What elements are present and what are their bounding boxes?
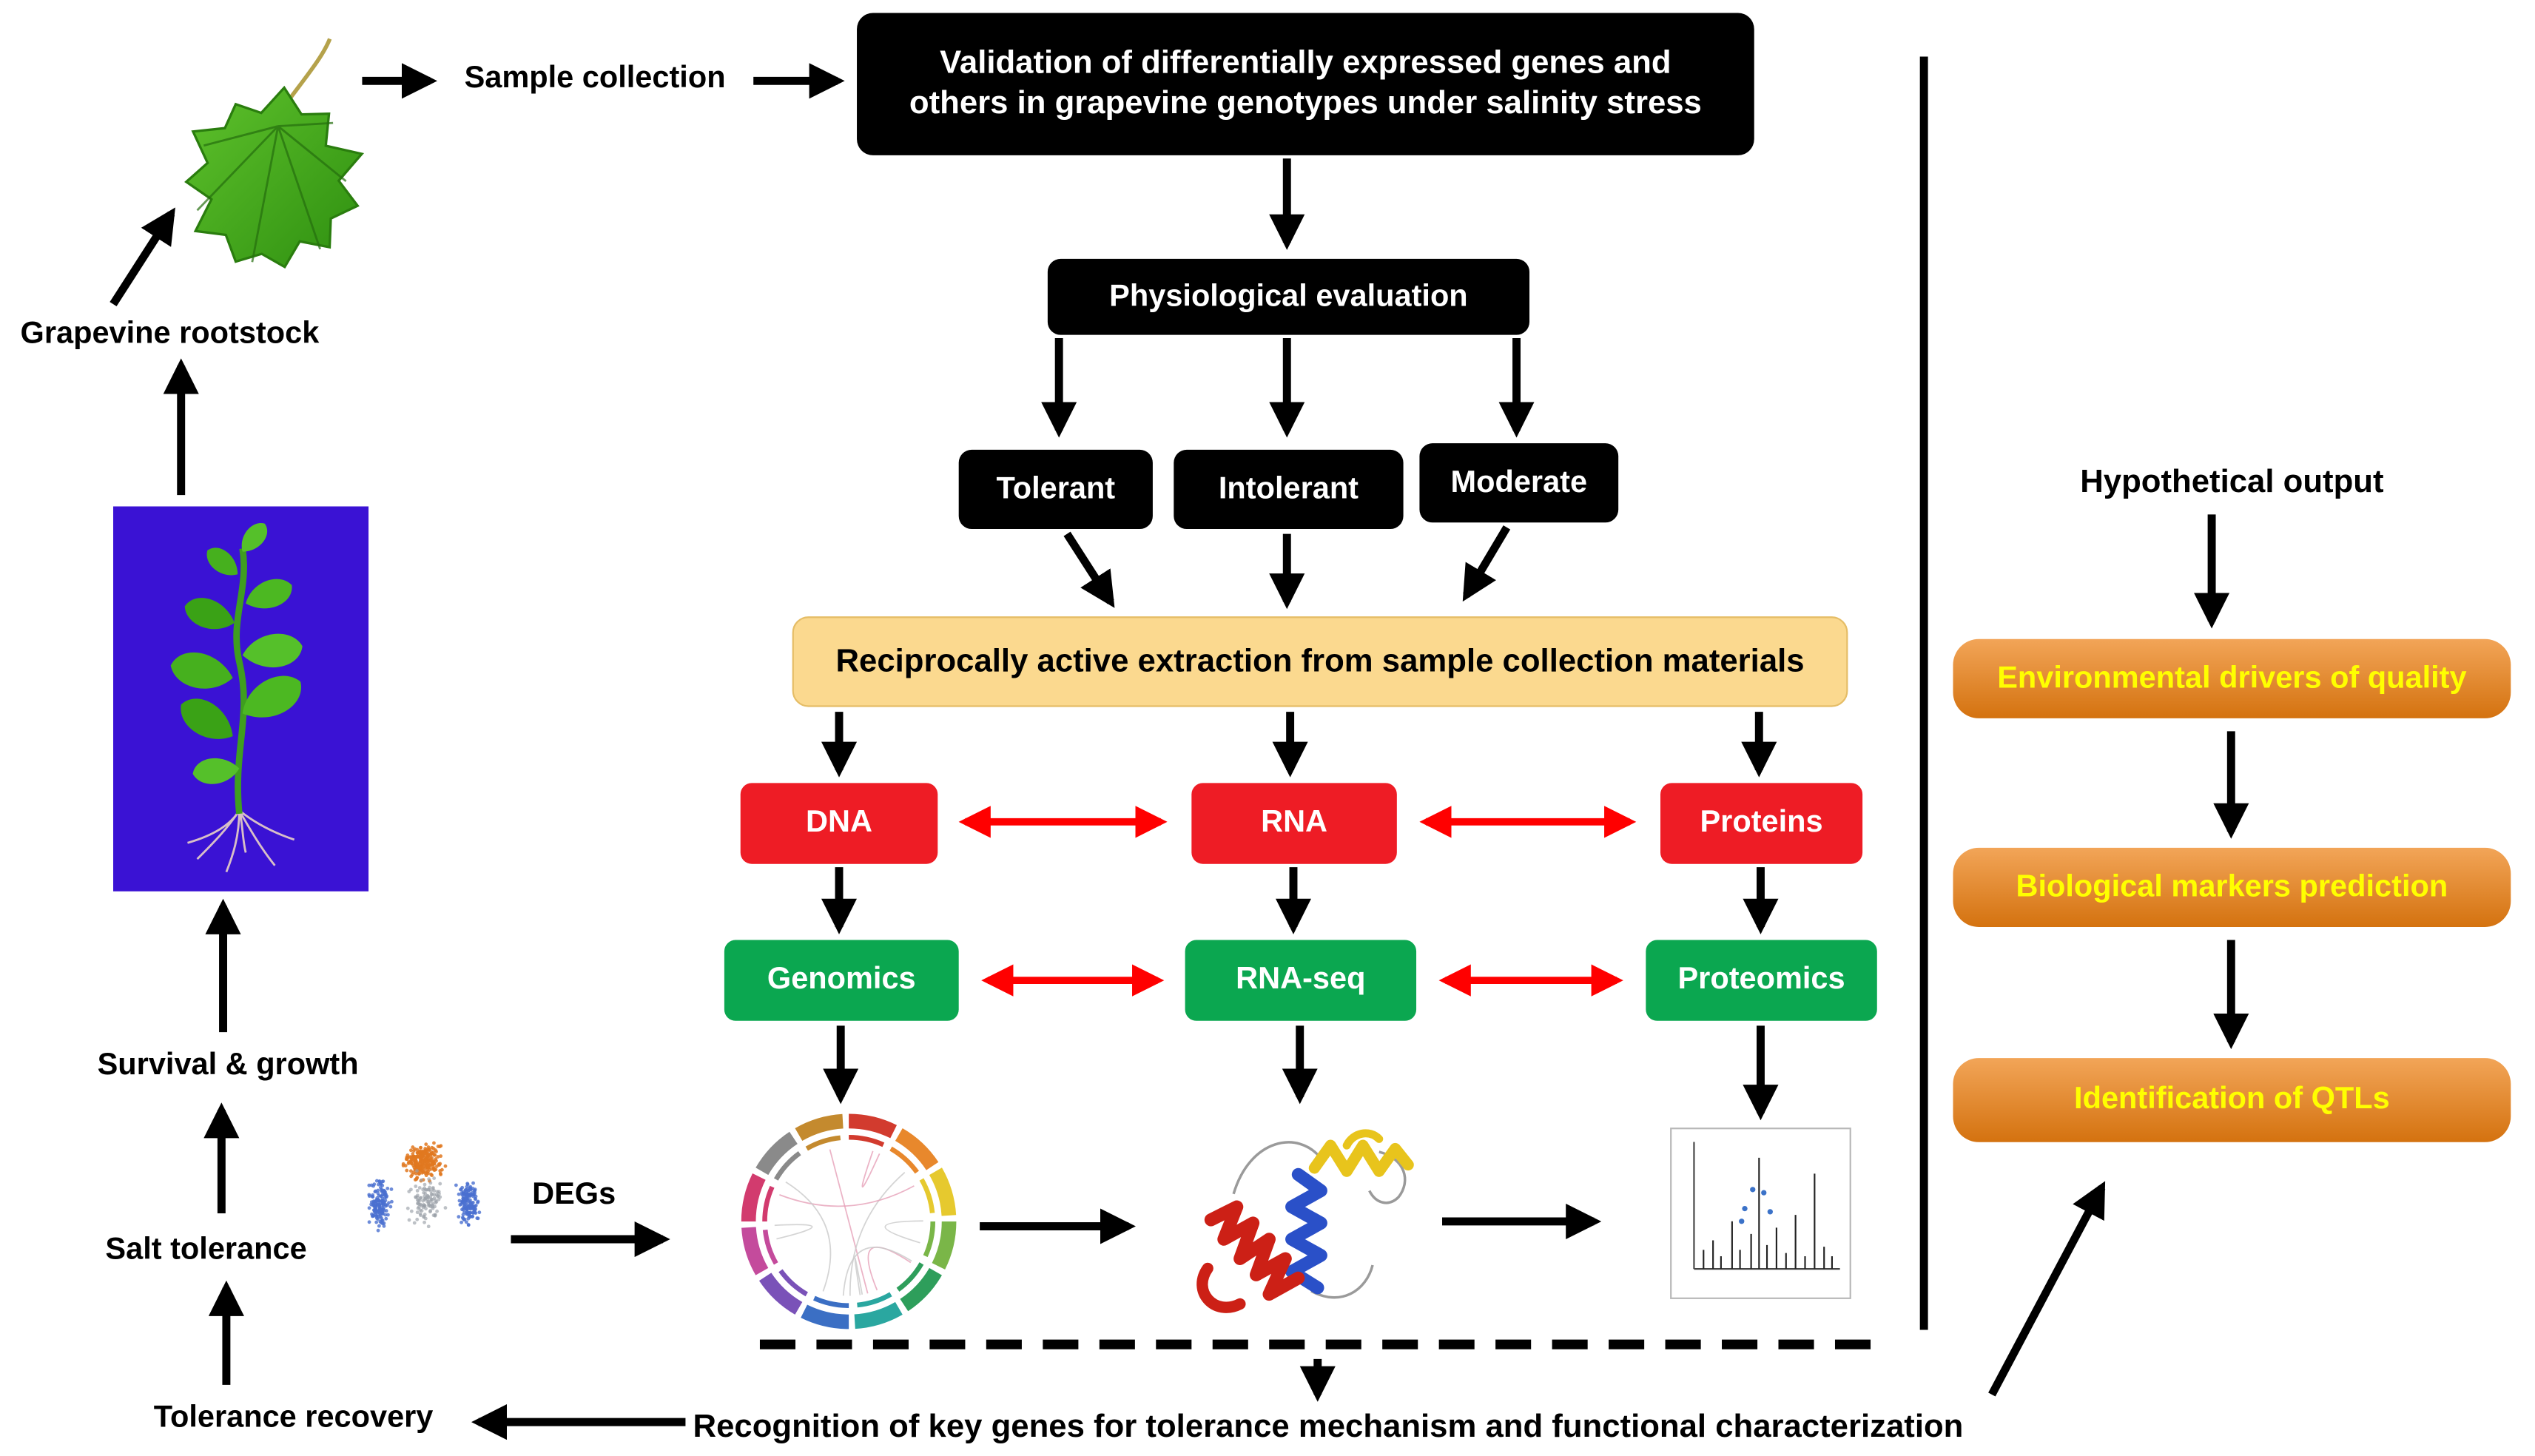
seedling-stem [233, 547, 247, 815]
arrow-moderate-to-extraction [1462, 525, 1511, 602]
proteomics-box: Proteomics [1646, 940, 1877, 1021]
sample-collection-label: Sample collection [464, 61, 726, 96]
survival-growth-label: Survival & growth [97, 1048, 359, 1082]
tolerance-recovery-label: Tolerance recovery [153, 1401, 434, 1435]
salt-tolerance-label: Salt tolerance [105, 1233, 307, 1267]
validation-box: Validation of differentially expressed g… [857, 13, 1754, 155]
physiological-evaluation-box: Physiological evaluation [1047, 258, 1530, 335]
rna-box: RNA [1191, 783, 1397, 864]
intolerant-box: Intolerant [1174, 449, 1404, 530]
degs-label: DEGs [532, 1177, 616, 1212]
grape-leaf-image [184, 38, 365, 269]
arrow-rootstock-to-leaf [110, 207, 175, 307]
arrow-tolerant-to-extraction [1063, 531, 1115, 608]
grapevine-rootstock-label: Grapevine rootstock [20, 317, 320, 351]
mass-spectrum-image [1670, 1128, 1851, 1299]
environmental-drivers-box: Environmental drivers of quality [1953, 638, 2511, 718]
biological-markers-box: Biological markers prediction [1953, 847, 2511, 927]
tolerant-box: Tolerant [958, 449, 1153, 530]
proteins-box: Proteins [1660, 783, 1863, 864]
dna-box: DNA [740, 783, 938, 864]
grapevine-seedling-image [112, 506, 369, 892]
rna-seq-box: RNA-seq [1185, 940, 1417, 1021]
protein-structure-image [1196, 1129, 1414, 1313]
arrow-recognition-to-qtl [1988, 1181, 2106, 1397]
identification-qtls-box: Identification of QTLs [1953, 1058, 2511, 1142]
extraction-box: Reciprocally active extraction from samp… [792, 616, 1848, 707]
moderate-box: Moderate [1419, 443, 1619, 523]
deg-scatter-plot-image [367, 1141, 482, 1233]
circos-plot-image [741, 1113, 957, 1329]
seedling-roots [187, 806, 295, 873]
genomics-box: Genomics [724, 940, 959, 1021]
recognition-label: Recognition of key genes for tolerance m… [693, 1409, 1964, 1445]
hypothetical-output-label: Hypothetical output [2080, 464, 2384, 500]
